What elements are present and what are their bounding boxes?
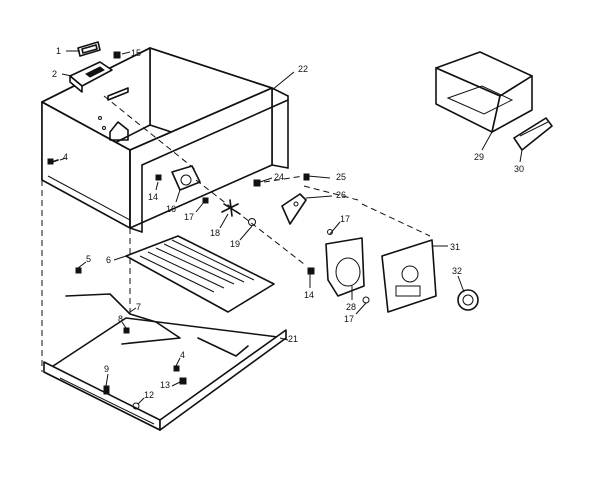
callout-14-bottom: 14 bbox=[304, 290, 314, 300]
callout-24: 24 bbox=[274, 172, 284, 182]
label-plate-part-1 bbox=[77, 41, 101, 57]
evaporator-part-6 bbox=[125, 235, 275, 313]
duct-part-7 bbox=[65, 293, 181, 345]
screw-part-4-bottom bbox=[173, 365, 180, 372]
screw-part-17-mid bbox=[327, 229, 333, 235]
callout-2: 2 bbox=[52, 69, 57, 79]
callout-28: 28 bbox=[346, 302, 356, 312]
callout-22: 22 bbox=[298, 64, 308, 74]
callout-18: 18 bbox=[210, 228, 220, 238]
screw-part-4-top bbox=[47, 158, 59, 165]
housing-box-part-22 bbox=[41, 47, 289, 233]
callout-17-bottom: 17 bbox=[344, 314, 354, 324]
clip-part-24 bbox=[253, 179, 261, 187]
assembly-lines bbox=[41, 95, 431, 372]
callout-31: 31 bbox=[450, 242, 460, 252]
callout-29: 29 bbox=[474, 152, 484, 162]
damper-cover-part-31 bbox=[381, 239, 437, 313]
callout-labels: 1 2 15 22 4 14 16 17 18 19 24 25 26 17 1… bbox=[52, 46, 524, 400]
callout-13: 13 bbox=[160, 380, 170, 390]
screw-part-25 bbox=[303, 173, 310, 181]
callout-26: 26 bbox=[336, 190, 346, 200]
base-pan-part-21 bbox=[43, 317, 287, 431]
callout-17-top: 17 bbox=[184, 212, 194, 222]
screw-part-19 bbox=[248, 218, 256, 226]
callout-21: 21 bbox=[288, 334, 298, 344]
screw-part-5 bbox=[75, 267, 82, 274]
callout-32: 32 bbox=[452, 266, 462, 276]
callout-30: 30 bbox=[514, 164, 524, 174]
callout-17-mid: 17 bbox=[340, 214, 350, 224]
screw-part-9 bbox=[103, 385, 110, 395]
callout-1: 1 bbox=[56, 46, 61, 56]
bracket-part-26 bbox=[281, 193, 307, 225]
callout-25: 25 bbox=[336, 172, 346, 182]
screw-part-8 bbox=[123, 327, 130, 334]
scoop-part-30 bbox=[513, 117, 553, 151]
callout-15: 15 bbox=[131, 48, 141, 58]
screw-part-13 bbox=[179, 377, 187, 385]
callout-9: 9 bbox=[104, 364, 109, 374]
fan-motor-part-16 bbox=[155, 165, 209, 204]
fan-blade-part-18 bbox=[221, 199, 241, 217]
screw-part-15 bbox=[113, 51, 121, 59]
leader-lines bbox=[59, 50, 523, 405]
callout-14-top: 14 bbox=[148, 192, 158, 202]
screw-part-12 bbox=[132, 402, 140, 410]
callout-4-top: 4 bbox=[63, 152, 68, 162]
ice-bin-part-29 bbox=[435, 51, 533, 133]
callout-7: 7 bbox=[136, 302, 141, 312]
callout-19: 19 bbox=[230, 239, 240, 249]
grommet-part-14 bbox=[307, 267, 315, 275]
callout-4-bottom: 4 bbox=[180, 350, 185, 360]
callout-16: 16 bbox=[166, 204, 176, 214]
damper-housing-part-28 bbox=[325, 237, 370, 304]
callout-8: 8 bbox=[118, 314, 123, 324]
control-knob-part-2 bbox=[69, 61, 113, 93]
callout-5: 5 bbox=[86, 254, 91, 264]
callout-6: 6 bbox=[106, 255, 111, 265]
callout-12: 12 bbox=[144, 390, 154, 400]
knob-part-32 bbox=[457, 289, 479, 311]
